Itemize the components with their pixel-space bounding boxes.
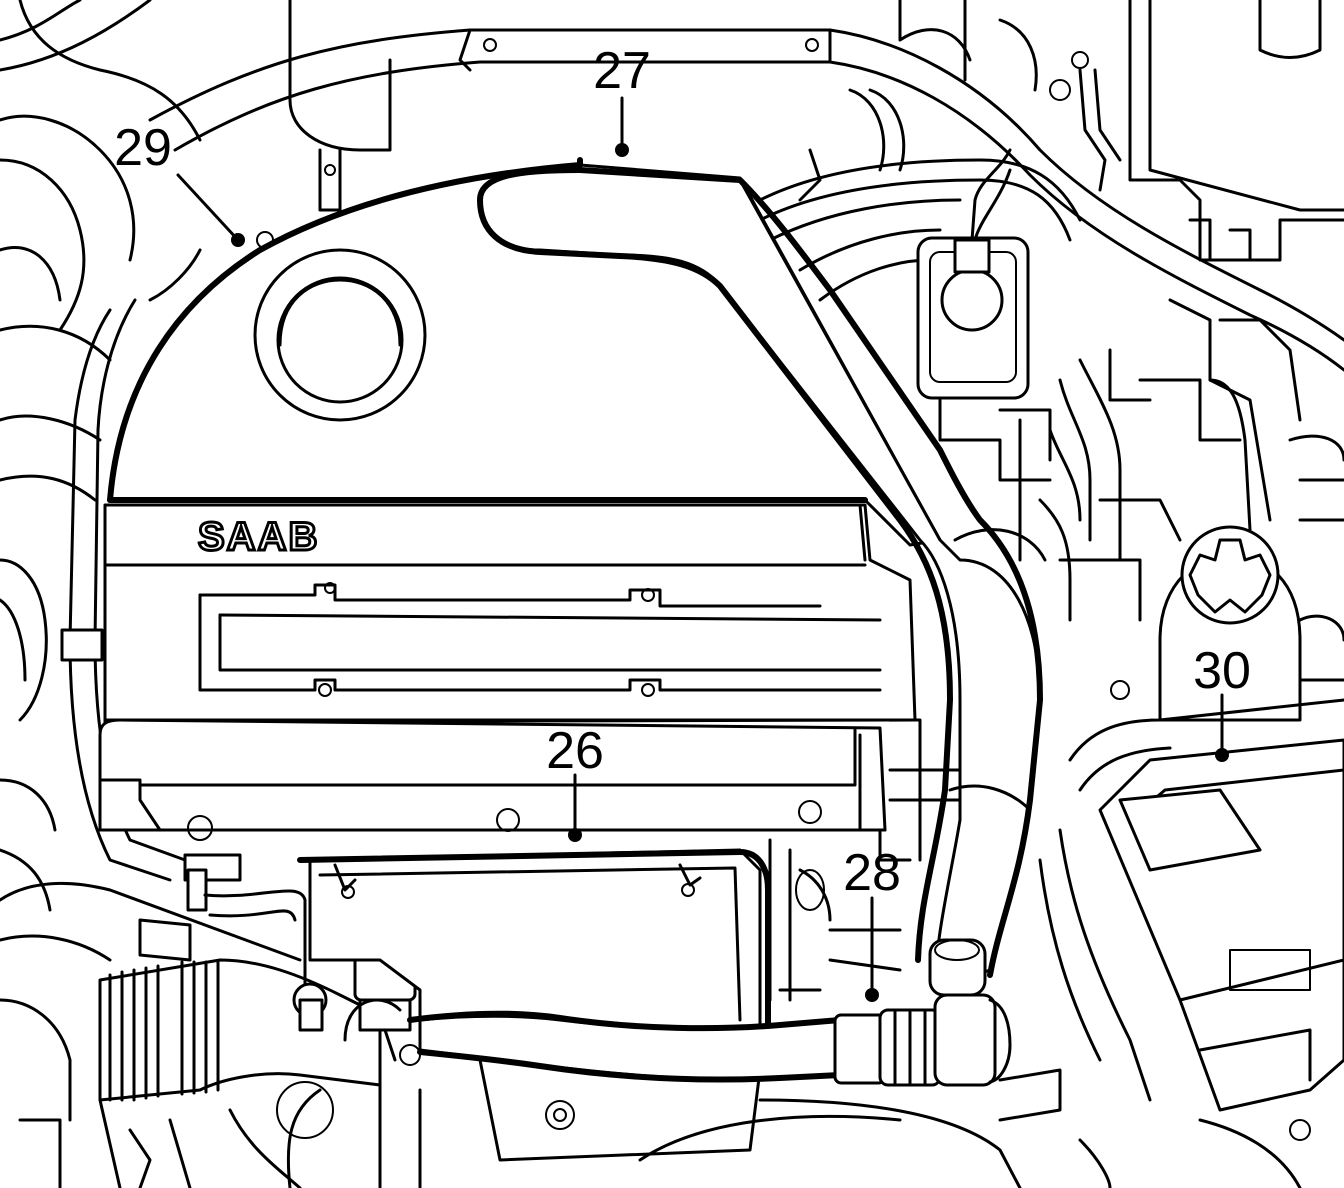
saab-logo: SAAB xyxy=(197,514,319,561)
callout-29: 29 xyxy=(114,119,245,247)
intake-hose xyxy=(477,157,1047,997)
callout-29-label: 29 xyxy=(114,119,172,177)
saab-logo-text: SAAB xyxy=(198,515,319,559)
callout-26: 26 xyxy=(546,722,604,842)
callout-30-label: 30 xyxy=(1193,642,1251,700)
callout-27-label: 27 xyxy=(593,42,651,100)
throttle-cover xyxy=(297,848,1012,1087)
callout-27: 27 xyxy=(593,42,651,157)
callout-30: 30 xyxy=(1193,642,1251,762)
callout-28-label: 28 xyxy=(843,844,901,902)
callout-26-label: 26 xyxy=(546,722,604,780)
callout-28: 28 xyxy=(843,844,901,1002)
